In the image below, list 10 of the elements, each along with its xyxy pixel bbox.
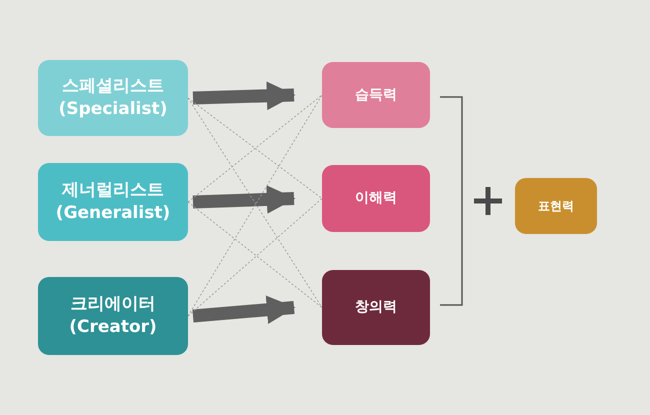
ability-box: 이해력 [322,165,430,232]
ability-box: 창의력 [322,270,430,345]
block-arrow [192,82,296,110]
role-box: 크리에이터 (Creator) [38,277,188,355]
block-arrow [192,185,296,214]
ability-box: 습득력 [322,62,430,128]
role-box: 스페셜리스트 (Specialist) [38,60,188,136]
block-arrow [192,296,296,324]
result-box: 표현력 [515,178,597,234]
role-box: 제너럴리스트 (Generalist) [38,163,188,241]
